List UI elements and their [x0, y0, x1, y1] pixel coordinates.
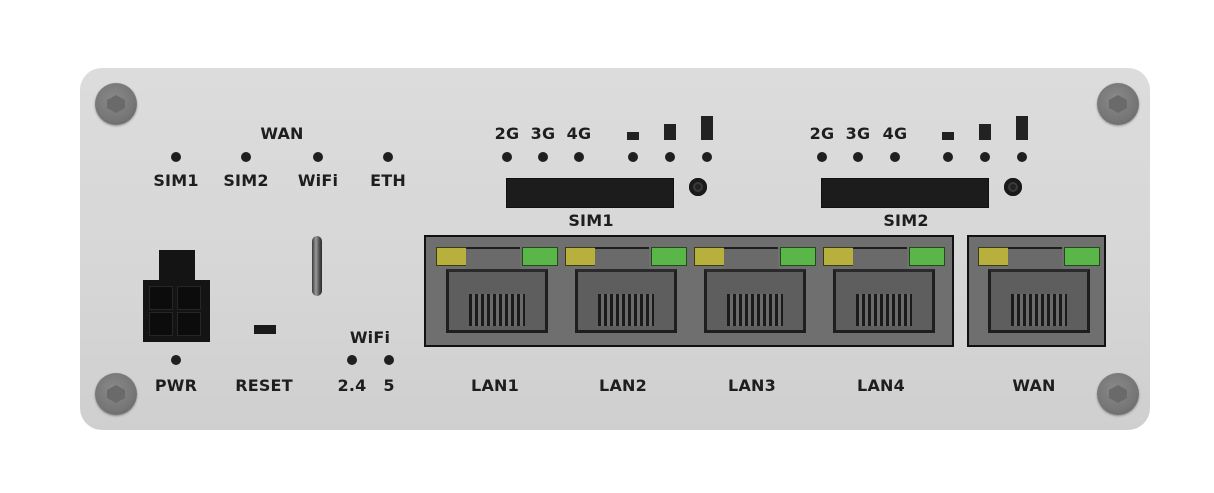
rj45-jack-icon	[833, 269, 935, 333]
led-sim1-2g	[502, 152, 512, 162]
sim2-tech-3g: 3G	[845, 124, 871, 143]
usb-slot[interactable]	[312, 236, 322, 296]
sim1-eject-button[interactable]	[689, 178, 707, 196]
screw-top-left-icon	[95, 83, 137, 125]
label-lan3: LAN3	[728, 376, 776, 395]
label-wan-wifi: WiFi	[297, 171, 339, 190]
sim1-label: SIM1	[568, 211, 614, 230]
led-wan-wifi	[313, 152, 323, 162]
power-connector-body[interactable]	[143, 280, 210, 342]
sim2-signal-bar-3-icon	[1016, 116, 1028, 140]
led-wifi-5	[384, 355, 394, 365]
led-wifi-2-4	[347, 355, 357, 365]
port-wan[interactable]	[974, 243, 1100, 333]
led-sim1-4g	[574, 152, 584, 162]
sim1-tech-3g: 3G	[530, 124, 556, 143]
wan-port-block	[967, 235, 1106, 347]
screw-bottom-right-icon	[1097, 373, 1139, 415]
port-lan2[interactable]	[561, 243, 687, 333]
sim1-signal-bar-1-icon	[627, 132, 639, 140]
reset-label: RESET	[235, 376, 293, 395]
power-connector[interactable]	[159, 250, 195, 282]
led-sim2-signal-3	[1017, 152, 1027, 162]
rj45-pins-icon	[469, 294, 525, 326]
power-label: PWR	[154, 376, 198, 395]
rj45-pins-icon	[1011, 294, 1067, 326]
label-wifi-5: 5	[383, 376, 395, 395]
rj45-pins-icon	[856, 294, 912, 326]
led-sim1-signal-2	[665, 152, 675, 162]
wifi-leds-title: WiFi	[349, 328, 391, 347]
port-lan2-link-led	[651, 247, 687, 266]
rj45-jack-icon	[446, 269, 548, 333]
sim2-card-slot[interactable]	[821, 178, 989, 208]
sim2-signal-bar-1-icon	[942, 132, 954, 140]
rj45-top-icon	[853, 247, 907, 271]
label-wifi-2-4: 2.4	[337, 376, 367, 395]
led-sim2-3g	[853, 152, 863, 162]
rj45-pins-icon	[727, 294, 783, 326]
led-wan-sim1	[171, 152, 181, 162]
led-sim2-signal-2	[980, 152, 990, 162]
port-lan1[interactable]	[432, 243, 558, 333]
port-wan-link-led	[1064, 247, 1100, 266]
rj45-top-icon	[466, 247, 520, 271]
label-wan-eth: ETH	[370, 171, 406, 190]
sim2-eject-button[interactable]	[1004, 178, 1022, 196]
rj45-jack-icon	[704, 269, 806, 333]
lan-port-block	[424, 235, 954, 347]
power-pin-icon	[149, 312, 173, 336]
rj45-top-icon	[595, 247, 649, 271]
sim2-label: SIM2	[883, 211, 929, 230]
port-lan1-link-led	[522, 247, 558, 266]
label-wan-port: WAN	[1012, 376, 1056, 395]
led-sim1-signal-3	[702, 152, 712, 162]
label-lan2: LAN2	[599, 376, 647, 395]
sim1-tech-2g: 2G	[494, 124, 520, 143]
rj45-jack-icon	[988, 269, 1090, 333]
sim2-tech-4g: 4G	[882, 124, 908, 143]
label-wan-sim2: SIM2	[223, 171, 269, 190]
led-sim1-3g	[538, 152, 548, 162]
power-pin-icon	[149, 286, 173, 310]
rj45-pins-icon	[598, 294, 654, 326]
rj45-jack-icon	[575, 269, 677, 333]
led-sim1-signal-1	[628, 152, 638, 162]
port-lan4[interactable]	[819, 243, 945, 333]
screw-bottom-left-icon	[95, 373, 137, 415]
reset-button[interactable]	[254, 325, 276, 334]
port-lan3[interactable]	[690, 243, 816, 333]
rj45-top-icon	[724, 247, 778, 271]
label-lan1: LAN1	[471, 376, 519, 395]
sim1-signal-bar-2-icon	[664, 124, 676, 140]
power-pin-icon	[177, 286, 201, 310]
sim1-signal-bar-3-icon	[701, 116, 713, 140]
port-lan4-link-led	[909, 247, 945, 266]
sim1-tech-4g: 4G	[566, 124, 592, 143]
screw-top-right-icon	[1097, 83, 1139, 125]
led-wan-sim2	[241, 152, 251, 162]
led-sim2-2g	[817, 152, 827, 162]
led-wan-eth	[383, 152, 393, 162]
sim2-tech-2g: 2G	[809, 124, 835, 143]
sim2-signal-bar-2-icon	[979, 124, 991, 140]
wan-group-title: WAN	[260, 124, 304, 143]
port-lan3-link-led	[780, 247, 816, 266]
label-lan4: LAN4	[857, 376, 905, 395]
power-pin-icon	[177, 312, 201, 336]
rj45-top-icon	[1008, 247, 1062, 271]
led-power	[171, 355, 181, 365]
sim1-card-slot[interactable]	[506, 178, 674, 208]
led-sim2-4g	[890, 152, 900, 162]
label-wan-sim1: SIM1	[153, 171, 199, 190]
led-sim2-signal-1	[943, 152, 953, 162]
